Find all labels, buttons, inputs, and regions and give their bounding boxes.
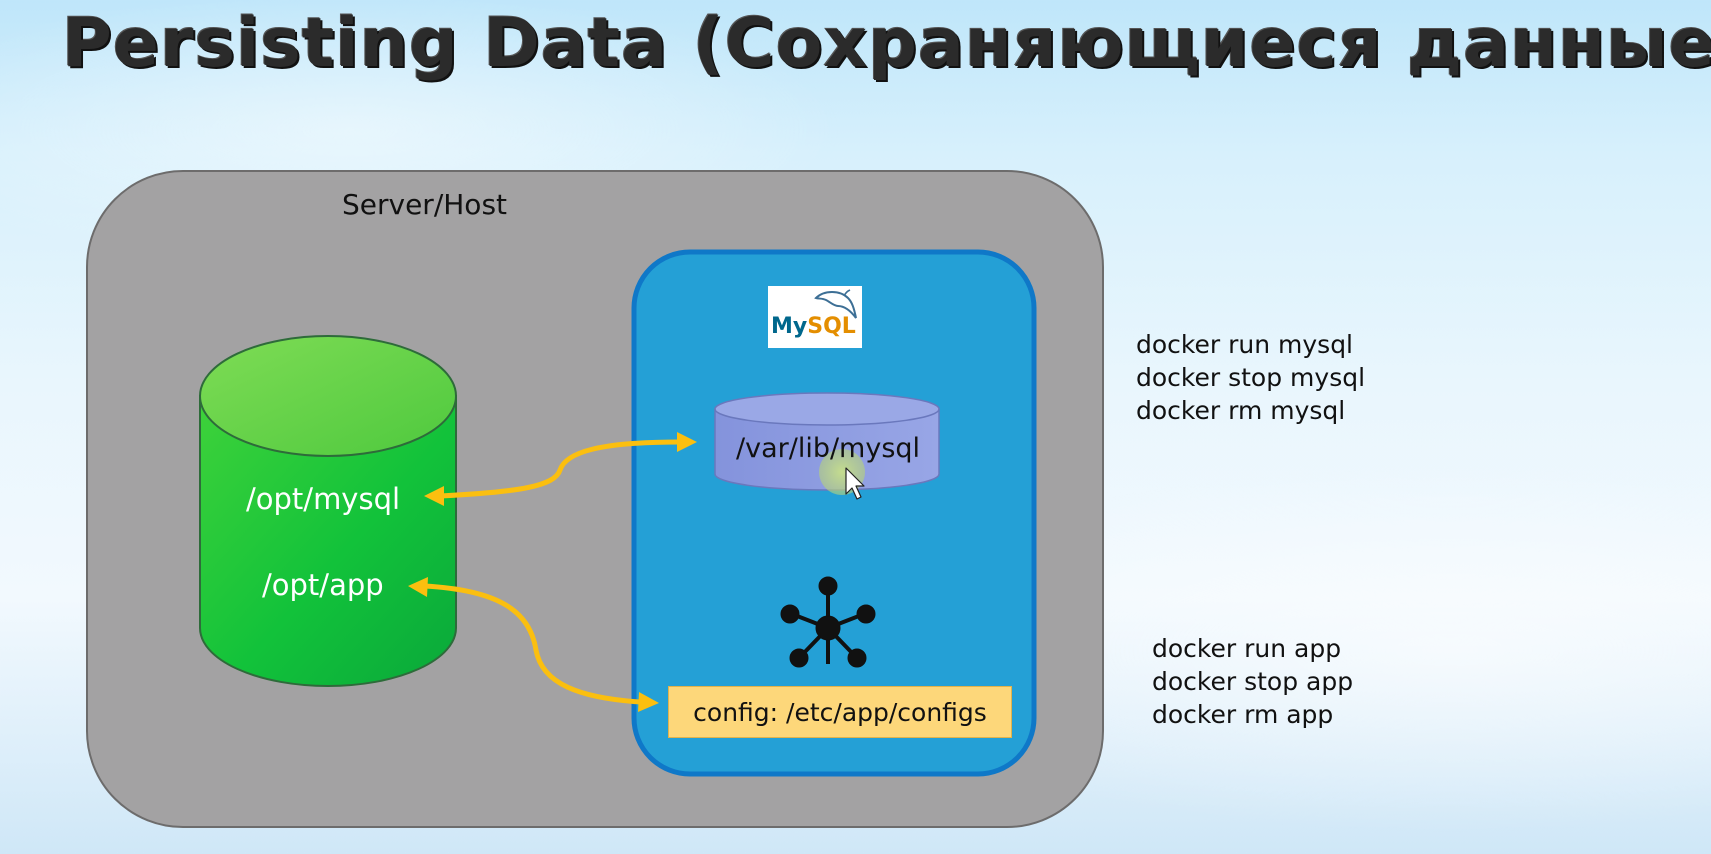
mysql-wordmark: MySQL — [771, 314, 856, 339]
command-line: docker stop app — [1152, 667, 1354, 696]
command-line: docker rm mysql — [1136, 396, 1346, 425]
command-line: docker stop mysql — [1136, 363, 1366, 392]
container-data-path: /var/lib/mysql — [736, 433, 921, 464]
host-path-mysql: /opt/mysql — [246, 482, 401, 516]
app-commands: docker run app docker stop app docker rm… — [1152, 632, 1353, 731]
command-line: docker rm app — [1152, 700, 1334, 729]
command-line: docker run app — [1152, 634, 1342, 663]
mysql-logo: MySQL — [768, 286, 862, 348]
network-hub-icon — [780, 576, 876, 668]
dolphin-icon — [814, 289, 857, 319]
mount-arrow-mysql — [424, 432, 697, 506]
app-container-box — [631, 249, 1037, 777]
mysql-data-cylinder — [714, 392, 940, 491]
slide-title: Persisting Data (Сохраняющиеся данные — [62, 4, 1711, 83]
host-path-app: /opt/app — [262, 568, 384, 602]
mount-arrow-app — [408, 577, 659, 712]
command-line: docker run mysql — [1136, 330, 1354, 359]
cursor-arrow-icon — [845, 467, 865, 500]
mysql-commands: docker run mysql docker stop mysql docke… — [1136, 328, 1365, 427]
mysql-sql-text: SQL — [807, 314, 856, 339]
config-path-box: config: /etc/app/configs — [668, 686, 1012, 738]
mysql-my-text: My — [771, 314, 808, 339]
server-host-label: Server/Host — [342, 188, 508, 221]
host-storage-cylinder — [199, 335, 457, 687]
